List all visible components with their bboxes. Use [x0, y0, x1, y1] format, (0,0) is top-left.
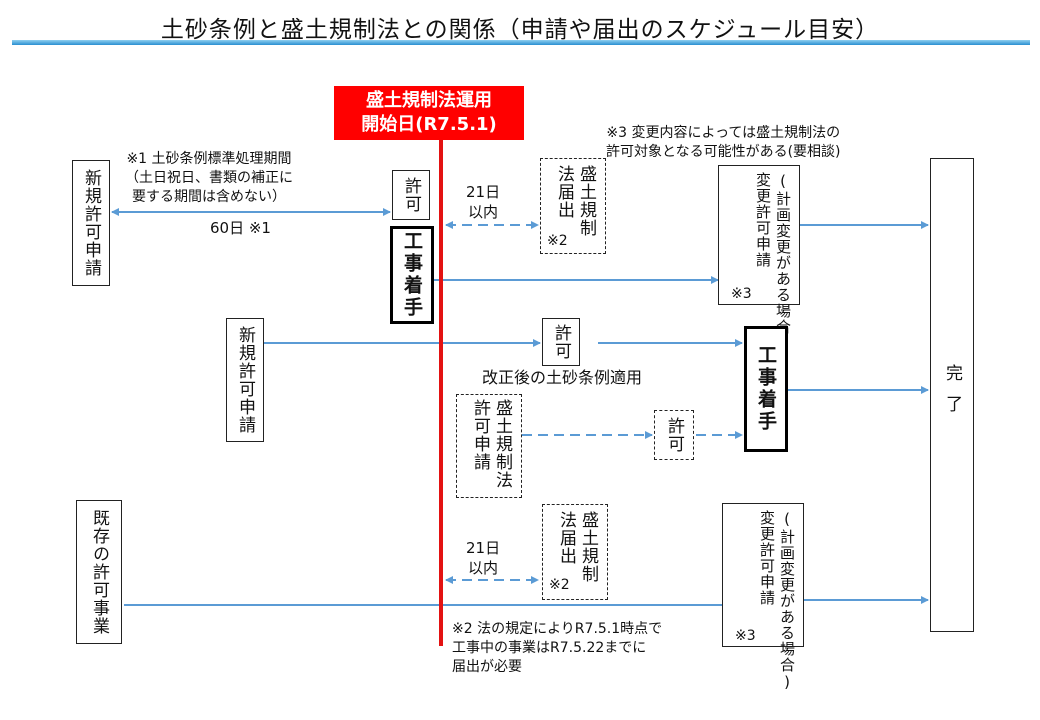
existing-permit-label: 既存の許可事業: [89, 509, 109, 635]
change-application-mark-2: ※3: [735, 628, 756, 644]
revised-ordinance-label: 改正後の土砂条例適用: [482, 368, 643, 387]
law-permit-application-box: 盛土規制法 許可申請: [456, 394, 522, 498]
permit-box-1: 許可: [392, 170, 430, 220]
construction-start-box-1: 工事着手: [390, 226, 434, 324]
notification-label-1: 盛土規制 法届出: [554, 165, 596, 237]
new-application-label-1: 新規許可申請: [81, 169, 101, 277]
change-application-label-2: (計画変更がある場合) 変更許可申請: [758, 510, 796, 692]
change-application-box-2: (計画変更がある場合) 変更許可申請 ※3: [722, 503, 804, 692]
notification-box-1: 盛土規制 法届出 ※2: [540, 158, 606, 254]
change-application-box-1: (計画変更がある場合) 変更許可申請 ※3: [718, 165, 800, 354]
new-application-box-1: 新規許可申請: [72, 160, 110, 286]
change-application-label-1: (計画変更がある場合) 変更許可申請: [754, 172, 792, 354]
notification-mark-1: ※2: [547, 233, 568, 249]
note-3: ※3 変更内容によっては盛土規制法の 許可対象となる可能性がある(要相談): [606, 125, 841, 160]
completion-label: 完了: [942, 364, 962, 426]
change-application-mark-1: ※3: [731, 286, 752, 302]
permit-box-2: 許可: [542, 318, 580, 366]
law-permit-application-label: 盛土規制法 許可申請: [470, 399, 512, 489]
note-2: ※2 法の規定によりR7.5.1時点で 工事中の事業はR7.5.22までに 届出…: [452, 621, 663, 675]
notification-box-2: 盛土規制 法届出 ※2: [542, 504, 608, 600]
page-title: 土砂条例と盛土規制法との関係（申請や届出のスケジュール目安）: [160, 17, 880, 43]
notification-label-2: 盛土規制 法届出: [556, 511, 598, 583]
note-1: ※1 土砂条例標準処理期間 （土日祝日、書類の補正に 要する期間は含めない）: [125, 151, 293, 205]
operation-start-line1: 盛土規制法運用: [366, 90, 492, 111]
operation-start-box: 盛土規制法運用 開始日(R7.5.1): [334, 86, 524, 140]
new-application-label-2: 新規許可申請: [235, 326, 255, 434]
permit-label-1: 許可: [401, 177, 421, 213]
days-21-label-b: 21日 以内: [466, 539, 501, 577]
new-application-box-2: 新規許可申請: [226, 318, 264, 442]
notification-mark-2: ※2: [549, 577, 570, 593]
days-21-label-a: 21日 以内: [466, 183, 501, 221]
existing-permit-box: 既存の許可事業: [76, 500, 122, 644]
permit-label-2: 許可: [551, 324, 571, 360]
operation-start-line2: 開始日(R7.5.1): [361, 114, 497, 135]
permit-box-3: 許可: [654, 410, 694, 460]
note-1-days: 60日 ※1: [210, 219, 271, 237]
construction-start-label-1: 工事着手: [401, 231, 423, 319]
construction-start-box-2: 工事着手: [744, 326, 788, 452]
permit-label-3: 許可: [664, 417, 684, 453]
construction-start-label-2: 工事着手: [755, 345, 777, 433]
title-underline: [12, 40, 1030, 45]
completion-box: 完了: [930, 158, 974, 632]
operation-start-line: [439, 140, 443, 646]
